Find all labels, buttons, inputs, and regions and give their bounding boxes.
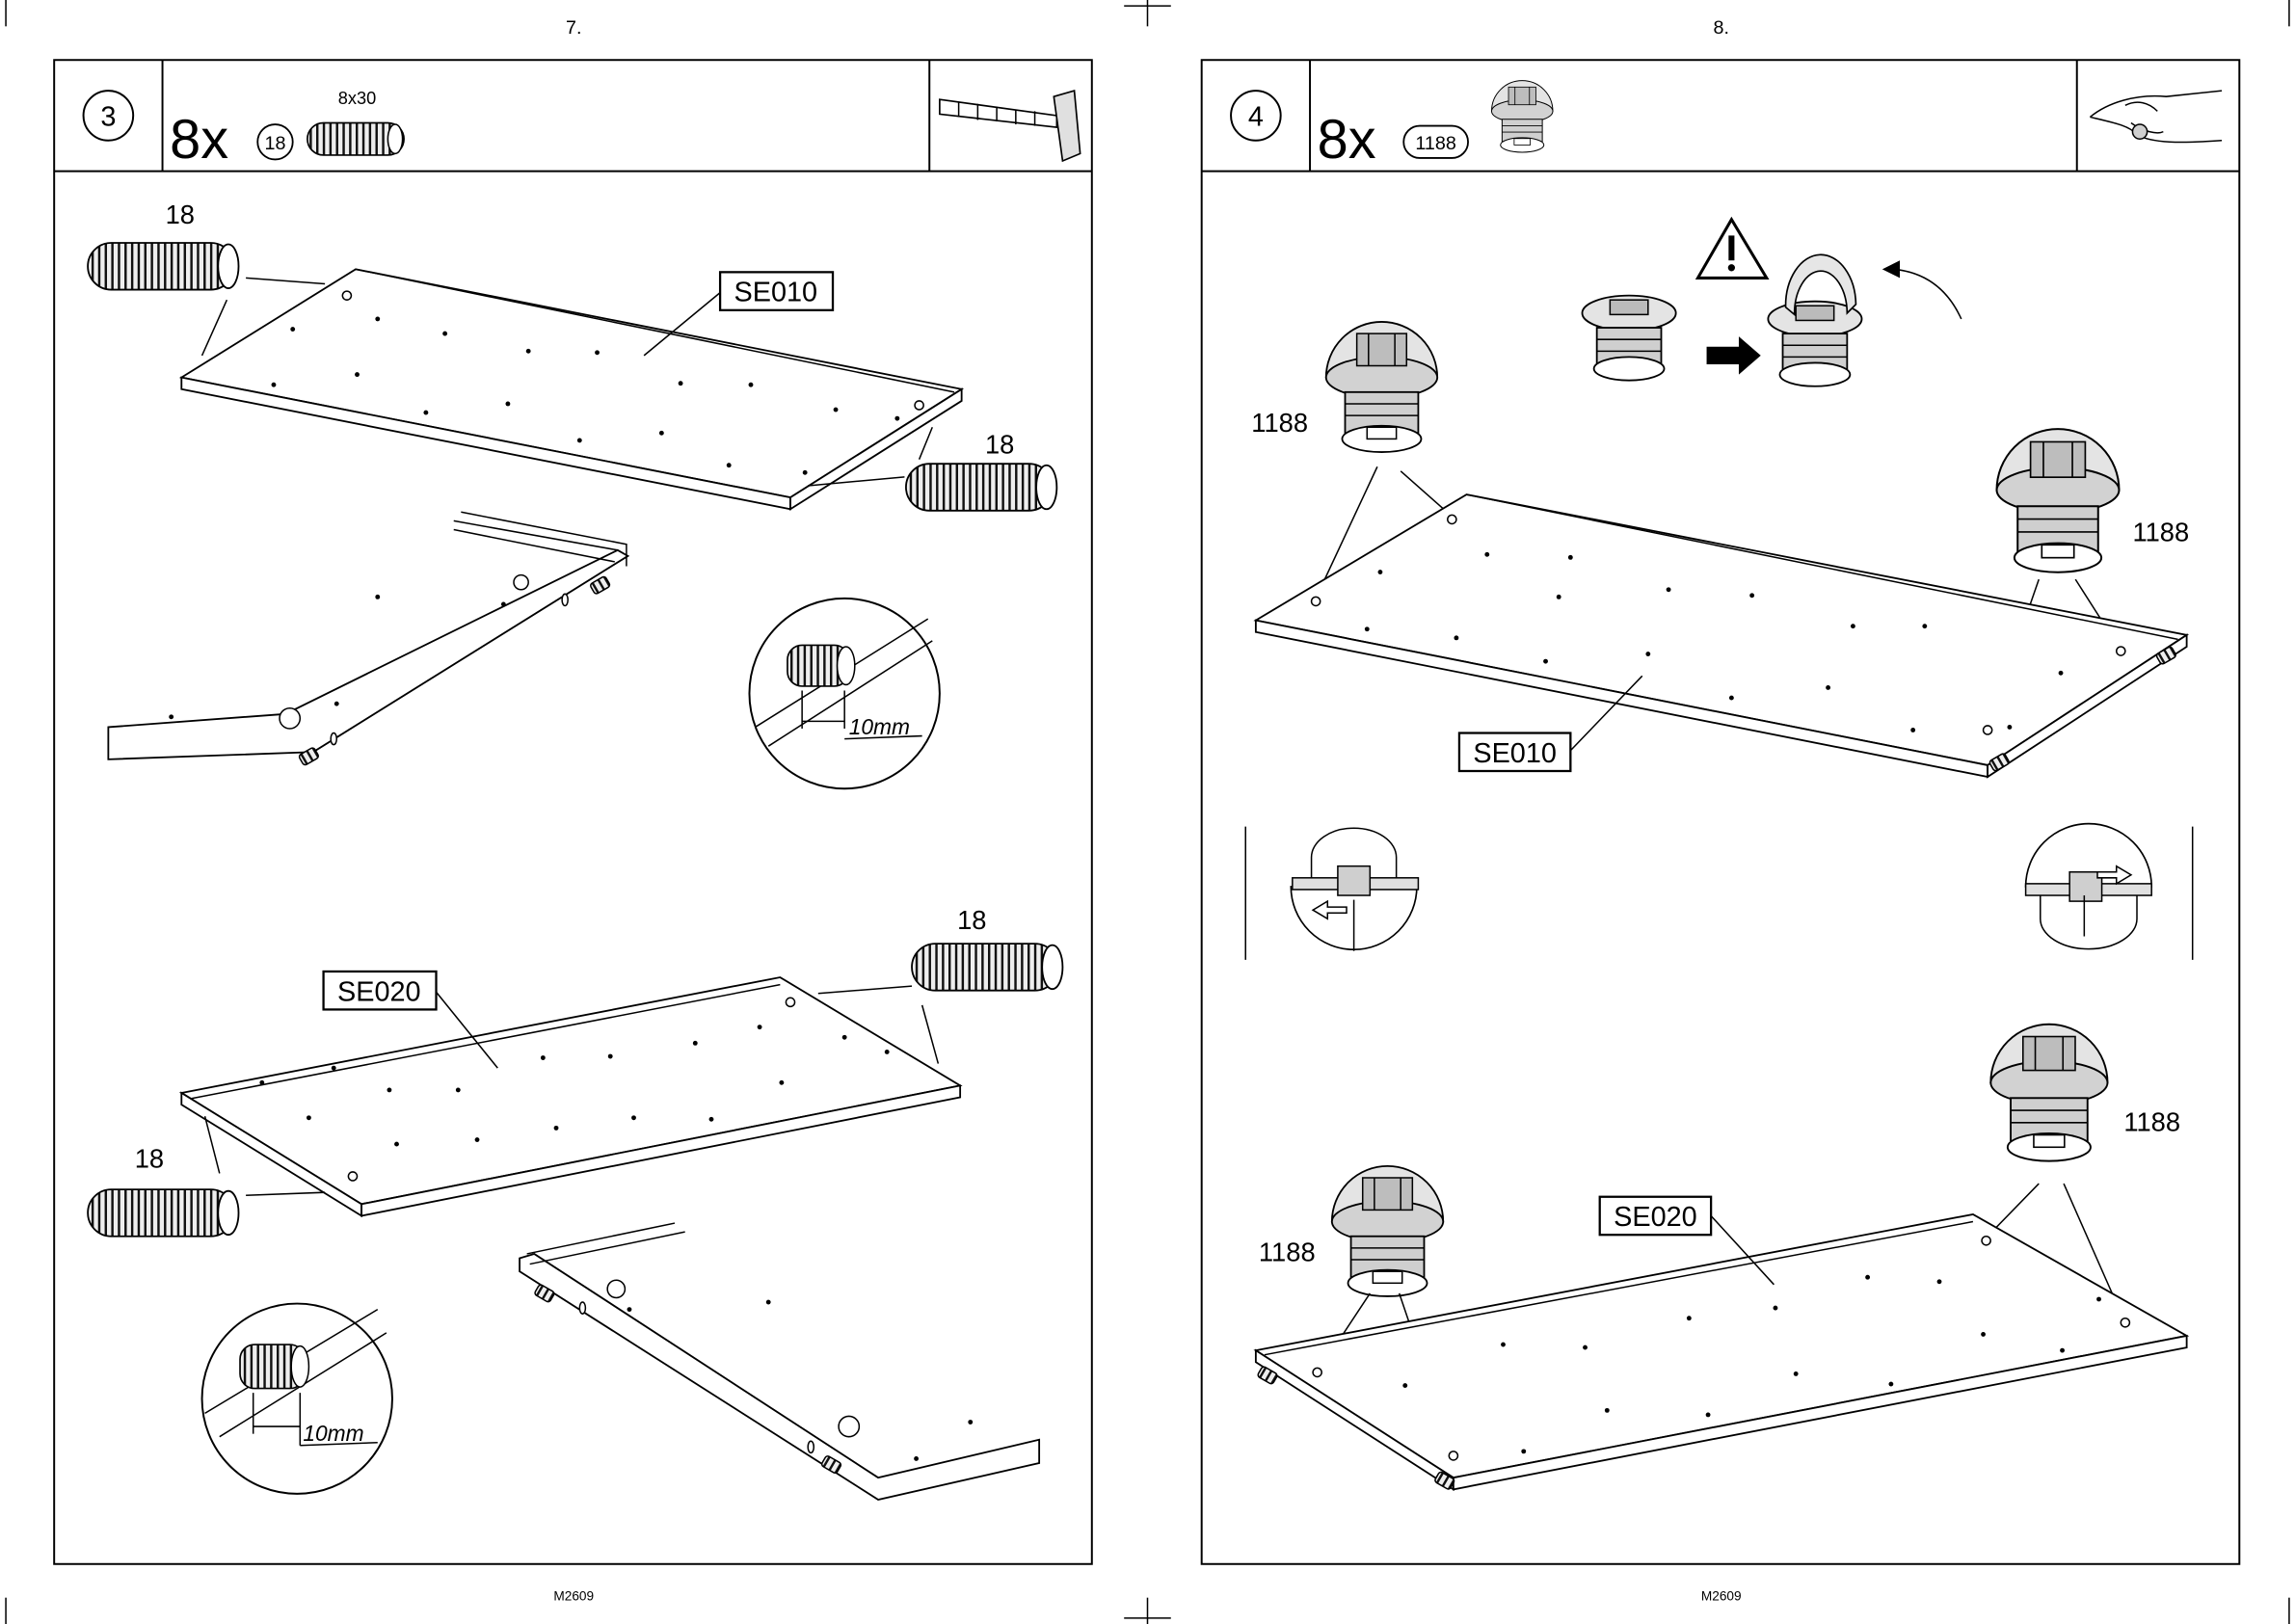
dowel-callout-lower-left: 18 (135, 1143, 164, 1173)
part-quantity: 8x (1318, 109, 1376, 171)
dowel-callout-upper-right: 18 (985, 430, 1014, 460)
part-quantity: 8x (170, 109, 228, 171)
detail-measure-upper: 10mm (849, 714, 910, 739)
step-header: 3 8x 18 8x30 (54, 60, 1092, 171)
dowel-callout-upper-left: 18 (166, 200, 195, 229)
cam-callout-lower-left: 1188 (1259, 1238, 1316, 1267)
cam-lock-fitting-icon (1491, 81, 1552, 152)
step-number: 3 (100, 102, 116, 133)
wooden-dowel-icon (307, 123, 404, 155)
hammer-icon (940, 91, 1081, 161)
cam-callout-lower-right: 1188 (2123, 1106, 2180, 1136)
hand-press-icon (2090, 91, 2222, 142)
detail-circle-upper: 10mm (749, 599, 939, 788)
side-panel-upper (108, 512, 627, 765)
warning-triangle-icon (1697, 220, 1766, 279)
panel-se010 (181, 269, 961, 509)
dowel-callout-lower-right: 18 (957, 905, 986, 935)
arrow-right-icon (1707, 336, 1761, 374)
panel-label-se020: SE020 (1614, 1202, 1697, 1233)
page-number: 8. (1714, 17, 1729, 39)
detail-circle-lower: 10mm (202, 1304, 392, 1494)
part-number: 18 (265, 133, 286, 154)
part-size: 8x30 (338, 89, 376, 108)
detail-measure-lower: 10mm (303, 1421, 363, 1446)
cam-rotation-detail-right (2026, 824, 2193, 960)
step-number: 4 (1248, 102, 1264, 133)
cam-lock-closed-demo (1582, 296, 1675, 381)
cam-callout-upper-right: 1188 (2132, 518, 2189, 547)
panel-se020 (181, 977, 960, 1215)
footer-code: M2609 (1701, 1589, 1742, 1604)
page-8: 8. 4 8x 1188 (1202, 17, 2240, 1604)
footer-code: M2609 (553, 1589, 594, 1604)
rotate-arrow-icon (1894, 269, 1961, 319)
panel-label-se020: SE020 (337, 976, 421, 1007)
page-7: 7. 3 8x 18 8x30 (54, 17, 1092, 1604)
panel-label-se010: SE010 (734, 278, 818, 308)
side-panel-lower (520, 1223, 1039, 1500)
panel-label-se010: SE010 (1473, 738, 1557, 769)
page-number: 7. (566, 17, 581, 39)
step-header: 4 8x 1188 (1202, 60, 2240, 171)
part-number: 1188 (1415, 133, 1455, 154)
cam-rotation-detail-left (1245, 827, 1418, 960)
cam-lock-open-demo (1768, 254, 1861, 386)
cam-callout-upper-left: 1188 (1251, 408, 1308, 438)
